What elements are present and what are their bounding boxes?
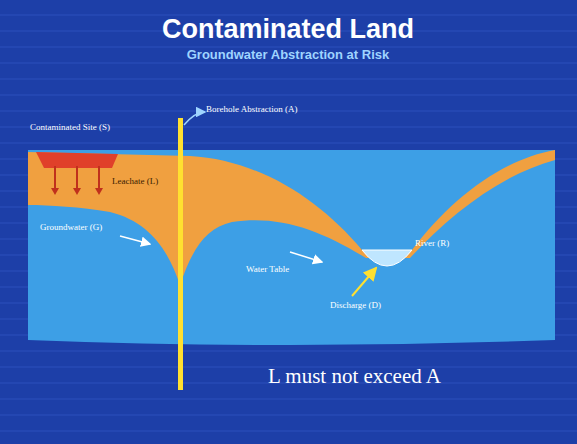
leachate-label: Leachate (L)	[112, 176, 158, 186]
river-label: River (R)	[415, 238, 449, 248]
site-label: Contaminated Site (S)	[30, 122, 110, 132]
flow-arrow	[290, 252, 322, 262]
leachate-arrows	[51, 166, 103, 195]
discharge-label: Discharge (D)	[330, 300, 381, 310]
borehole-label: Borehole Abstraction (A)	[206, 104, 297, 114]
groundwater-zone	[28, 150, 555, 345]
river	[362, 250, 412, 266]
unsaturated-zone	[28, 150, 555, 285]
flow-arrow	[120, 236, 150, 244]
slide-title: Contaminated Land	[162, 14, 414, 45]
groundwater-label: Groundwater (G)	[40, 222, 102, 232]
discharge-arrow	[352, 268, 376, 296]
water-table-label: Water Table	[246, 264, 289, 274]
statement: L must not exceed A	[268, 364, 441, 389]
contaminated-site	[36, 152, 118, 168]
abstraction-arrow	[184, 112, 205, 125]
subtitle: Groundwater Abstraction at Risk	[187, 47, 390, 62]
borehole	[178, 118, 183, 390]
